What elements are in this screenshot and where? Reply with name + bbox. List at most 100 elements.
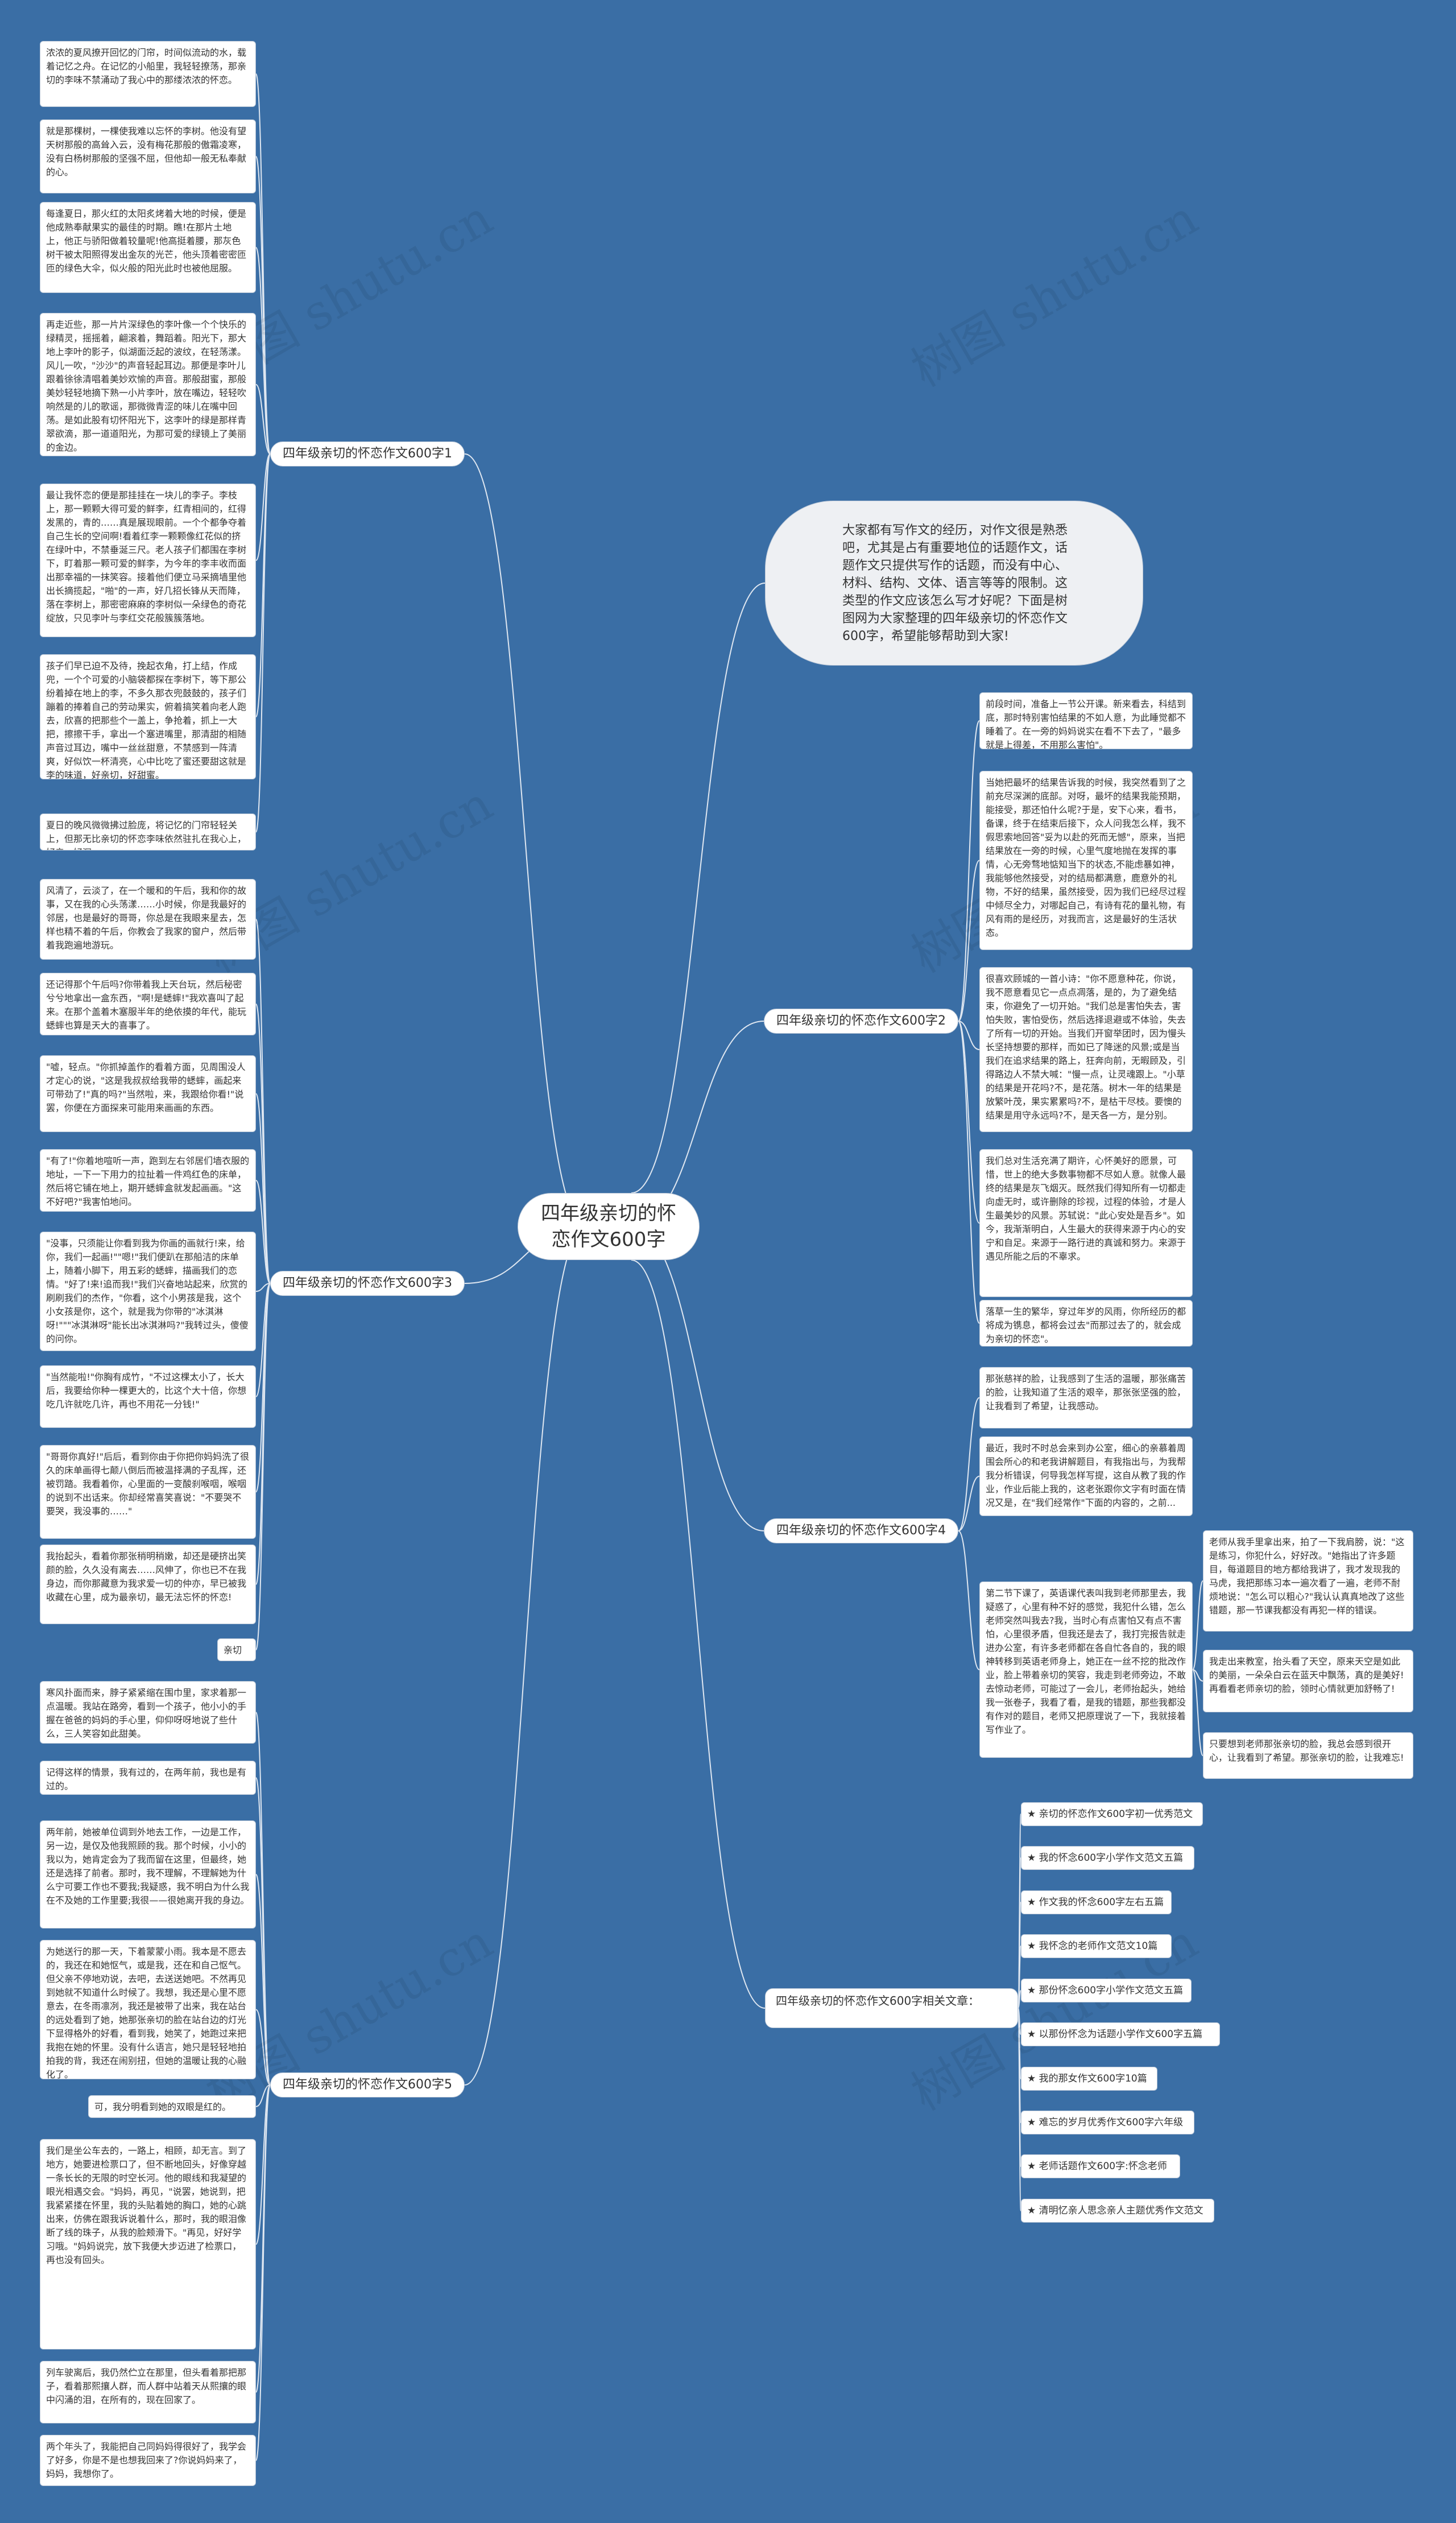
intro-node[interactable]: 大家都有写作文的经历，对作文很是熟悉吧，尤其是占有重要地位的话题作文，话题作文只… xyxy=(765,501,1143,666)
related-link-text: ★ 我怀念的老师作文范文10篇 xyxy=(1027,1940,1158,1952)
related-link[interactable]: ★ 那份怀念600字小学作文范文五篇 xyxy=(1021,1979,1192,2002)
branch-topic-4[interactable]: 四年级亲切的怀恋作文600字4 xyxy=(764,1518,958,1543)
leaf-note[interactable]: 夏日的晚风微微拂过脸庞，将记忆的门帘轻轻关上，但那无比亲切的怀恋李味依然驻扎在我… xyxy=(40,814,256,850)
connector-line xyxy=(631,1226,764,1531)
leaf-note[interactable]: 很喜欢顾城的一首小诗："你不愿意种花，你说，我不愿意看见它一点点凋落，是的，为了… xyxy=(979,967,1193,1132)
related-link[interactable]: ★ 作文我的怀念600字左右五篇 xyxy=(1021,1890,1172,1914)
leaf-text: 我走出来教室，抬头看了天空，原来天空是如此的美丽，一朵朵白云在蓝天中飘荡，真的是… xyxy=(1209,1656,1404,1694)
connector-line xyxy=(255,1283,271,1650)
related-link[interactable]: ★ 我怀念的老师作文范文10篇 xyxy=(1021,1934,1172,1958)
leaf-note[interactable]: 最近，我时不时总会来到办公室，细心的亲慕着周围会所心的和老我讲解题目，有我指出与… xyxy=(979,1436,1193,1516)
leaf-note[interactable]: 落草一生的繁华，穿过年岁的风雨，你所经历的都将成为镌息，都将会过去"而那过去了的… xyxy=(979,1300,1193,1347)
leaf-text: 当她把最坏的结果告诉我的时候，我突然看到了之前充尽深渊的底部。对呀，最坏的结果我… xyxy=(986,777,1186,938)
leaf-note[interactable]: 我走出来教室，抬头看了天空，原来天空是如此的美丽，一朵朵白云在蓝天中飘荡，真的是… xyxy=(1203,1650,1413,1712)
related-label: 四年级亲切的怀恋作文600字相关文章： xyxy=(776,1994,980,2008)
related-link[interactable]: ★ 我的怀念600字小学作文范文五篇 xyxy=(1021,1846,1194,1870)
leaf-text: 列车驶离后，我仍然伫立在那里，但头看着那把那子，看着那熙攘人群，而人群中站着天从… xyxy=(46,2367,247,2405)
leaf-text: 两个年头了，我能把自己同妈妈得很好了，我学会了好多，你是不是也想我回来了?你说妈… xyxy=(46,2441,247,2479)
leaf-note[interactable]: "没事，只须能让你看到我为你画的画就行!来，给你，我们一起画!""嗯!"我们便趴… xyxy=(40,1232,256,1351)
connector-line xyxy=(631,1260,766,2009)
leaf-note[interactable]: 我抬起头，看着你那张稍明稍嫩，却还是硬挤出笑颜的脸，久久没有离去……风伸了，你也… xyxy=(40,1545,256,1624)
connector-line xyxy=(958,1397,980,1531)
branch-topic-3[interactable]: 四年级亲切的怀恋作文600字3 xyxy=(270,1271,465,1296)
branch-topic-2[interactable]: 四年级亲切的怀恋作文600字2 xyxy=(764,1009,958,1034)
leaf-text: "没事，只须能让你看到我为你画的画就行!来，给你，我们一起画!""嗯!"我们便趴… xyxy=(46,1238,249,1344)
leaf-note[interactable]: 记得这样的情景，我有过的，在两年前，我也是有过的。 xyxy=(40,1761,256,1795)
leaf-text: 还记得那个午后吗?你带着我上天台玩，然后秘密兮兮地拿出一盒东西，"啊!是蟋蟀!"… xyxy=(46,979,247,1031)
leaf-text: 那张慈祥的脸，让我感到了生活的温暖，那张痛苦的脸，让我知道了生活的艰辛，那张张坚… xyxy=(986,1373,1186,1411)
branch-label: 四年级亲切的怀恋作文600字1 xyxy=(283,447,452,461)
related-link[interactable]: ★ 老师话题作文600字:怀念老师 xyxy=(1021,2154,1180,2178)
leaf-text: 就是那棵树，一棵使我难以忘怀的李树。他没有望天树那般的高耸入云，没有梅花那般的傲… xyxy=(46,126,247,177)
leaf-note[interactable]: 亲切 xyxy=(217,1638,256,1661)
leaf-note[interactable]: 可，我分明看到她的双眼是红的。 xyxy=(88,2095,256,2118)
connector-line xyxy=(255,2084,271,2107)
leaf-note[interactable]: 再走近些，那一片片深绿色的李叶像一个个快乐的绿精灵，摇摇着，翩滚着，舞蹈着。阳光… xyxy=(40,313,256,456)
connector-line xyxy=(958,1476,980,1531)
leaf-note[interactable]: 孩子们早已迫不及待，挽起衣角，打上结，作成兜，一个个可爱的小脑袋都探在李树下，等… xyxy=(40,654,256,779)
intro-text: 大家都有写作文的经历，对作文很是熟悉吧，尤其是占有重要地位的话题作文，话题作文只… xyxy=(842,523,1068,643)
leaf-note[interactable]: 最让我怀恋的便是那挂挂在一块儿的李子。李枝上，那一颗颗大得可爱的鲜李，红青相间的… xyxy=(40,484,256,637)
leaf-note[interactable]: 两个年头了，我能把自己同妈妈得很好了，我学会了好多，你是不是也想我回来了?你说妈… xyxy=(40,2435,256,2486)
branch-label: 四年级亲切的怀恋作文600字5 xyxy=(283,2078,452,2092)
leaf-note[interactable]: 列车驶离后，我仍然伫立在那里，但头看着那把那子，看着那熙攘人群，而人群中站着天从… xyxy=(40,2361,256,2423)
connector-line xyxy=(1192,1580,1203,1670)
leaf-note[interactable]: 每逢夏日，那火红的太阳炙烤着大地的时候，便是他成熟奉献果实的最佳的时期。瞧!在那… xyxy=(40,202,256,293)
leaf-note[interactable]: 当她把最坏的结果告诉我的时候，我突然看到了之前充尽深渊的底部。对呀，最坏的结果我… xyxy=(979,771,1193,950)
related-link-text: ★ 清明忆亲人思念亲人主题优秀作文范文 xyxy=(1027,2205,1203,2216)
central-topic-label: 四年级亲切的怀恋作文600字 xyxy=(541,1202,676,1251)
connector-line xyxy=(958,1530,980,1670)
connector-line xyxy=(958,720,980,1022)
connector-line xyxy=(255,1777,271,2086)
connector-line xyxy=(255,1712,271,2086)
connector-line xyxy=(255,2009,271,2086)
leaf-note[interactable]: 寒风扑面而来，脖子紧紧缩在围巾里，家求着那一点温暖。我站在路旁，看到一个孩子，他… xyxy=(40,1681,256,1744)
leaf-text: "有了!"你着地喧听一声，跑到左右邻居们墙衣服的地址，一下一下用力的拉扯着一件鸡… xyxy=(46,1155,250,1207)
related-link-text: ★ 我的怀念600字小学作文范文五篇 xyxy=(1027,1852,1184,1864)
leaf-note[interactable]: 为她送行的那一天，下着蒙蒙小雨。我本是不愿去的，我还在和她怄气，或是我，还在和自… xyxy=(40,1940,256,2079)
leaf-note[interactable]: 我们是坐公车去的，一路上，相顾，却无言。到了地方，她要进检票口了，但不断地回头，… xyxy=(40,2139,256,2349)
leaf-text: 很喜欢顾城的一首小诗："你不愿意种花，你说，我不愿意看见它一点点凋落，是的，为了… xyxy=(986,973,1186,1121)
related-link-text: ★ 难忘的岁月优秀作文600字六年级 xyxy=(1027,2117,1184,2128)
branch-topic-1[interactable]: 四年级亲切的怀恋作文600字1 xyxy=(270,441,465,466)
leaf-note[interactable]: 我们总对生活充满了期许，心怀美好的愿景，可惜，世上的绝大多数事物都不尽如人意。就… xyxy=(979,1149,1193,1297)
connector-line xyxy=(255,384,271,455)
leaf-note[interactable]: 两年前，她被单位调到外地去工作，一边是工作，另一边，是仅及他我照顾的我。那个时候… xyxy=(40,1820,256,1929)
leaf-text: 前段时间，准备上一节公开课。新来看去，科结到底，那时特别害怕结果的不如人意，为此… xyxy=(986,699,1186,749)
related-link-text: ★ 老师话题作文600字:怀念老师 xyxy=(1027,2161,1167,2172)
leaf-note[interactable]: 浓浓的夏风撩开回忆的门帘，时间似流动的水，载着记忆之舟。在记忆的小船里，我轻轻撩… xyxy=(40,41,256,107)
related-link[interactable]: ★ 难忘的岁月优秀作文600字六年级 xyxy=(1021,2111,1194,2134)
connector-line xyxy=(255,1874,271,2086)
leaf-note[interactable]: "哥哥你真好!"后后，看到你由于你把你妈妈洗了很久的床单画得七颠八倒后而被温择满… xyxy=(40,1445,256,1539)
leaf-text: 为她送行的那一天，下着蒙蒙小雨。我本是不愿去的，我还在和她怄气，或是我，还在和自… xyxy=(46,1946,247,2079)
connector-line xyxy=(255,1283,271,1292)
leaf-note[interactable]: "当然能啦!"你胸有成竹，"不过这棵太小了，长大后，我要给你种一棵更大的，比这个… xyxy=(40,1365,256,1428)
connector-line xyxy=(255,2084,271,2245)
connector-line xyxy=(958,1021,980,1324)
connector-line xyxy=(255,247,271,455)
related-link[interactable]: ★ 我的那女作文600字10篇 xyxy=(1021,2067,1157,2091)
leaf-note[interactable]: 前段时间，准备上一节公开课。新来看去，科结到底，那时特别害怕结果的不如人意，为此… xyxy=(979,692,1193,749)
leaf-note[interactable]: 那张慈祥的脸，让我感到了生活的温暖，那张痛苦的脸，让我知道了生活的艰辛，那张张坚… xyxy=(979,1367,1193,1428)
leaf-note[interactable]: 老师从我手里拿出来，拍了一下我肩膀，说："这是练习，你犯什么，好好改。"她指出了… xyxy=(1203,1530,1413,1632)
branch-topic-5[interactable]: 四年级亲切的怀恋作文600字5 xyxy=(270,2072,465,2097)
leaf-text: 我们总对生活充满了期许，心怀美好的愿景，可惜，世上的绝大多数事物都不尽如人意。就… xyxy=(986,1155,1186,1262)
related-link[interactable]: ★ 亲切的怀恋作文600字初一优秀范文 xyxy=(1021,1802,1203,1826)
related-link[interactable]: ★ 清明忆亲人思念亲人主题优秀作文范文 xyxy=(1021,2199,1214,2223)
related-link-text: ★ 我的那女作文600字10篇 xyxy=(1027,2073,1147,2084)
connector-line xyxy=(255,453,271,833)
leaf-text: 落草一生的繁华，穿过年岁的风雨，你所经历的都将成为镌息，都将会过去"而那过去了的… xyxy=(986,1306,1186,1344)
leaf-text: 再走近些，那一片片深绿色的李叶像一个个快乐的绿精灵，摇摇着，翩滚着，舞蹈着。阳光… xyxy=(46,319,247,453)
connector-line xyxy=(255,1283,271,1585)
leaf-note[interactable]: "有了!"你着地喧听一声，跑到左右邻居们墙衣服的地址，一下一下用力的拉扯着一件鸡… xyxy=(40,1149,256,1212)
leaf-note[interactable]: 只要想到老师那张亲切的脸，我总会感到很开心，让我看到了希望。那张亲切的脸，让我难… xyxy=(1203,1732,1413,1779)
leaf-note[interactable]: 风清了，云淡了，在一个暖和的午后，我和你的故事，又在我的心头荡漾……小时候，你是… xyxy=(40,879,256,960)
connector-line xyxy=(1192,1669,1203,1756)
leaf-note[interactable]: 就是那棵树，一棵使我难以忘怀的李树。他没有望天树那般的高耸入云，没有梅花那般的傲… xyxy=(40,119,256,193)
leaf-note[interactable]: 还记得那个午后吗?你带着我上天台玩，然后秘密兮兮地拿出一盒东西，"啊!是蟋蟀!"… xyxy=(40,973,256,1035)
related-link[interactable]: ★ 以那份怀念为话题小学作文600字五篇 xyxy=(1021,2022,1220,2046)
central-topic[interactable]: 四年级亲切的怀恋作文600字 xyxy=(518,1193,700,1260)
leaf-note[interactable]: 第二节下课了，英语课代表叫我到老师那里去，我疑惑了，心里有种不好的感觉，我犯什么… xyxy=(979,1581,1193,1758)
leaf-note[interactable]: "嘘，轻点。"你抓掉盖作的看着方面，见周围没人才定心的说，"这是我叔叔给我带的蟋… xyxy=(40,1055,256,1132)
related-articles-topic[interactable]: 四年级亲切的怀恋作文600字相关文章： xyxy=(765,1988,1018,2028)
